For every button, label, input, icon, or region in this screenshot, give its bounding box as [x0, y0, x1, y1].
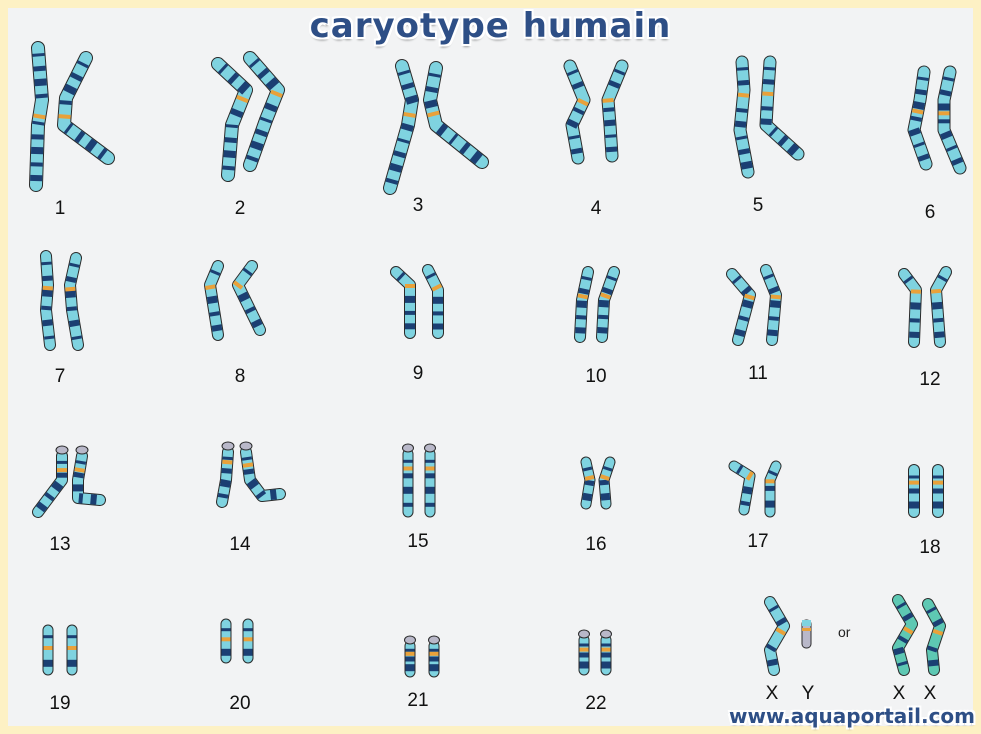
chromosome-label-16: 16 — [566, 534, 626, 556]
chromosome-label-18: 18 — [900, 537, 960, 559]
chromosome-label-19: 19 — [30, 693, 90, 715]
chromosome-label-15: 15 — [388, 531, 448, 553]
chromosome-label-1: 1 — [30, 198, 90, 220]
chromosome-pair-12 — [903, 272, 947, 342]
sex-label-male-y: Y — [793, 683, 823, 705]
chromosome-pair-21 — [405, 636, 440, 672]
chromosome-pair-6 — [909, 72, 964, 168]
chromosome-pair-3 — [386, 66, 483, 188]
chromosome-label-2: 2 — [210, 198, 270, 220]
chromosome-pair-20 — [222, 624, 253, 658]
chromosome-pair-13 — [36, 446, 100, 512]
chromosome-pair-14 — [218, 442, 280, 502]
sex-chromosomes-female — [893, 600, 944, 670]
chromosome-label-20: 20 — [210, 693, 270, 715]
or-label: or — [838, 624, 850, 640]
chromosome-pair-19 — [44, 630, 77, 670]
chromosome-label-14: 14 — [210, 534, 270, 556]
sex-label-male-x: X — [757, 683, 787, 705]
chromosome-label-8: 8 — [210, 366, 270, 388]
chromosome-pair-17 — [734, 465, 778, 512]
chromosome-pair-15 — [403, 444, 436, 512]
chromosome-pair-8 — [205, 266, 263, 335]
chromosome-label-7: 7 — [30, 366, 90, 388]
chromosome-label-5: 5 — [728, 195, 788, 217]
chromosome-label-13: 13 — [30, 534, 90, 556]
chromosome-label-9: 9 — [388, 363, 448, 385]
chromosome-label-4: 4 — [566, 198, 626, 220]
chromosome-label-6: 6 — [900, 202, 960, 224]
chromosome-label-17: 17 — [728, 531, 788, 553]
chromosome-pair-22 — [579, 630, 612, 670]
chromosome-label-12: 12 — [900, 369, 960, 391]
chromosome-label-11: 11 — [728, 363, 788, 385]
chromosome-label-22: 22 — [566, 693, 626, 715]
chromosome-pair-18 — [909, 470, 943, 512]
chromosome-pair-2 — [218, 58, 283, 175]
chromosome-pair-11 — [732, 270, 781, 340]
chromosome-pair-1 — [30, 48, 108, 185]
chromosome-label-10: 10 — [566, 366, 626, 388]
chromosome-pair-16 — [582, 462, 612, 504]
website-watermark: www.aquaportail.com — [729, 704, 975, 728]
sex-chromosomes-male — [766, 602, 811, 670]
chromosome-pair-10 — [575, 272, 617, 337]
chromosome-pair-5 — [735, 62, 800, 172]
chromosome-pair-7 — [41, 256, 82, 345]
chromosome-label-21: 21 — [388, 690, 448, 712]
chromosome-pair-4 — [566, 66, 625, 158]
sex-label-female-x1: X — [884, 683, 914, 705]
sex-label-female-x2: X — [915, 683, 945, 705]
chromosome-pair-9 — [396, 270, 443, 333]
chromosome-label-3: 3 — [388, 195, 448, 217]
